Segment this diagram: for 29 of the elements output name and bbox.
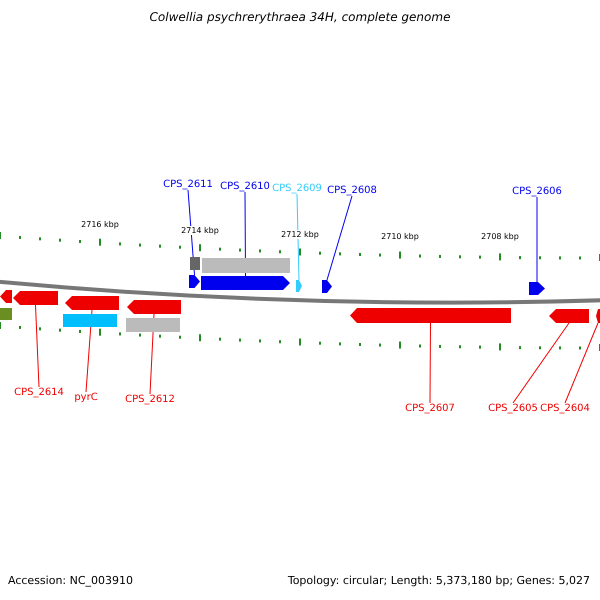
leader-line (35, 304, 40, 388)
kbp-label: 2712 kbp (281, 230, 319, 239)
leader-line (326, 196, 352, 280)
leader-line (244, 192, 246, 276)
gene-label: CPS_2612 (125, 394, 175, 405)
gene-label: pyrC (74, 392, 98, 403)
leader-line (188, 190, 195, 276)
leader-line (430, 322, 431, 404)
gene-label: CPS_2611 (163, 179, 213, 190)
title: Colwellia psychrerythraea 34H, complete genome (150, 10, 450, 24)
gene-label: CPS_2609 (272, 183, 322, 194)
kbp-label: 2714 kbp (181, 226, 219, 235)
kbp-label: 2708 kbp (481, 232, 519, 241)
kbp-label: 2710 kbp (381, 232, 419, 241)
gene-label: CPS_2610 (220, 181, 270, 192)
gene-label: CPS_2604 (540, 403, 590, 414)
leader-line (512, 322, 570, 404)
gene-label: CPS_2608 (327, 185, 377, 196)
gene-label: CPS_2614 (14, 387, 64, 398)
leader-line (296, 194, 300, 280)
leader-line (86, 310, 92, 392)
genome-summary: Topology: circular; Length: 5,373,180 bp; Genes: 5,027 (288, 574, 590, 587)
leader-line (536, 196, 538, 282)
kbp-label: 2716 kbp (81, 220, 119, 229)
gene-label: CPS_2605 (488, 403, 538, 414)
accession-text: Accession: NC_003910 (8, 574, 134, 587)
gene-label: CPS_2607 (405, 403, 455, 414)
gene-label: CPS_2606 (512, 186, 562, 197)
leader-line (150, 314, 154, 394)
